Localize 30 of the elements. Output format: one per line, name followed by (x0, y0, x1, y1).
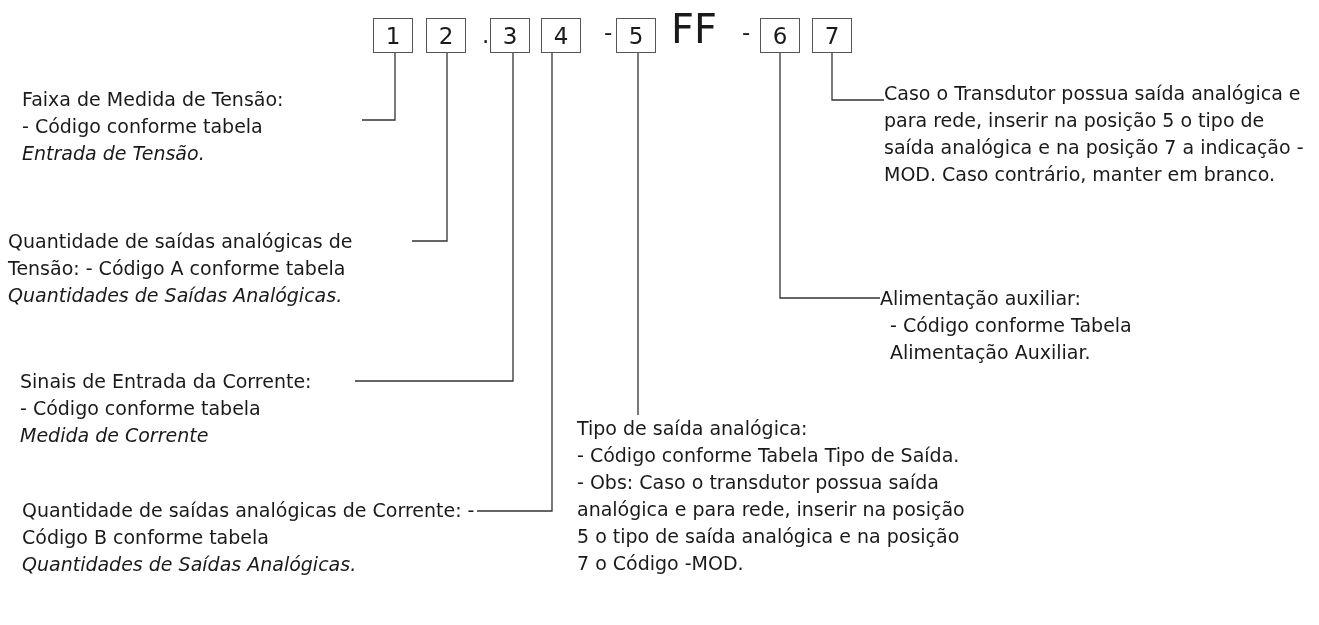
leader-line (476, 52, 553, 512)
code-separator: - (742, 18, 751, 47)
leader-line (354, 52, 514, 382)
code-separator: - (604, 18, 613, 47)
code-separator: FF (671, 12, 717, 47)
code-position-box: 7 (812, 18, 852, 53)
description-text: Quantidade de saídas analógicas de Corrente: - Código B conforme tabela Quantidades de Saídas Analógicas. (22, 498, 476, 577)
description-note: - Código conforme Tabela Alimentação Auxiliar. (889, 313, 1133, 365)
description-text: Caso o Transdutor possua saída analógica e para rede, inserir na posição 5 o tipo de saída analógica e na posição 7 a indicação -MOD. Caso contrário, manter em branco. (884, 81, 1305, 187)
description-text: Sinais de Entrada da Corrente: (20, 369, 313, 394)
leader-line (411, 52, 448, 242)
description-note: - Código conforme tabela Entrada de Tensão. (22, 114, 264, 166)
code-position-box: 1 (373, 18, 413, 53)
code-position-box: 2 (426, 18, 466, 53)
code-position-box: 5 (616, 18, 656, 53)
description-note: - Código conforme Tabela Tipo de Saída. (577, 443, 961, 468)
description-note: - Obs: Caso o transdutor possua saída analógica e para rede, inserir na posição 5 o tipo de saída analógica e na posição 7 o Código -MOD. (577, 470, 966, 576)
description-text: Quantidade de saídas analógicas de Tensão: - Código A conforme tabela Quantidades de Saídas Analógicas. (8, 229, 354, 308)
code-position-box: 3 (490, 18, 530, 53)
leader-line (779, 52, 881, 299)
leader-line (831, 52, 885, 101)
description-text: Tipo de saída analógica: (577, 416, 809, 441)
code-separator: . (482, 21, 490, 50)
description-text: Faixa de Medida de Tensão: (22, 87, 285, 112)
description-text: Alimentação auxiliar: (880, 286, 1082, 311)
leader-line (637, 52, 639, 416)
description-note: - Código conforme tabela Medida de Corrente (20, 396, 262, 448)
leader-line (361, 52, 396, 121)
code-position-box: 6 (760, 18, 800, 53)
code-position-box: 4 (541, 18, 581, 53)
